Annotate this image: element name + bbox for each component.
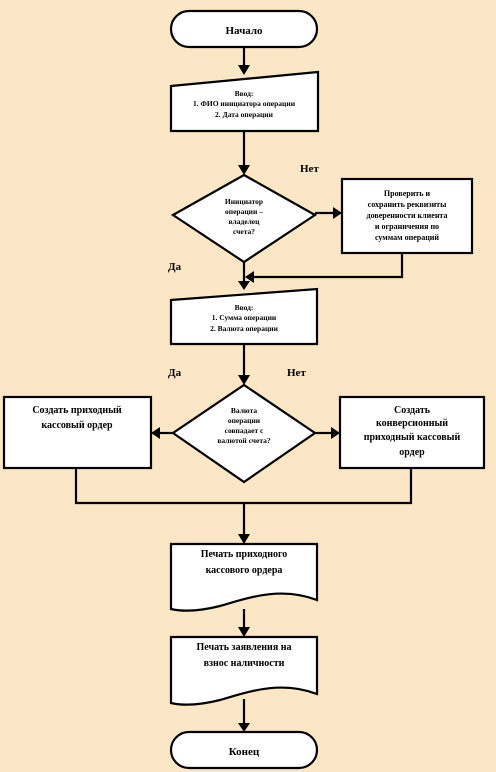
terminator-shape: [169, 9, 319, 49]
arrowhead: [238, 375, 250, 385]
document-shape: [169, 635, 319, 706]
create-order-node: Создать приходный кассовый ордер: [2, 395, 153, 470]
print-order-node: Печать приходного кассового ордера: [169, 542, 319, 612]
input-2-node: Ввод: 1. Сумма операции 2. Валюта операц…: [169, 287, 319, 346]
arrowhead: [333, 207, 342, 219]
connector-create-conv-join: [244, 468, 413, 505]
connectors: [74, 47, 413, 723]
manual-input-shape: [169, 287, 319, 346]
decision-shape: [170, 173, 318, 264]
input-1-line-2: 2. Дата операции: [215, 110, 274, 119]
label-no-2: Нет: [287, 367, 306, 379]
input-2-line-2: 2. Валюта операции: [210, 324, 279, 333]
check-line-3: доверенности клиента: [367, 211, 448, 220]
input-2-line-1: 1. Сумма операции: [212, 313, 277, 322]
print-statement-node: Печать заявления на взнос наличности: [169, 635, 319, 706]
input-2-title: Ввод:: [235, 303, 254, 312]
manual-input-shape: [169, 70, 320, 133]
arrowhead: [238, 723, 250, 732]
label-yes-2: Да: [168, 367, 182, 379]
decision-1-line-4: счета?: [233, 227, 255, 236]
print-statement-line-2: взнос наличности: [204, 658, 285, 669]
document-shape: [169, 542, 319, 612]
input-1-title: Ввод:: [235, 89, 254, 98]
decision-1-line-1: Инициатор: [225, 197, 263, 206]
start-terminator: Начало: [169, 9, 319, 49]
create-order-line-1: Создать приходный: [32, 405, 122, 416]
end-label: Конец: [229, 746, 260, 758]
create-conversion-order-node: Создать конверсионный приходный кассовый…: [338, 395, 486, 470]
check-line-2: сохранить реквизиты: [368, 200, 447, 209]
process-shape: [338, 395, 486, 470]
input-1-line-1: 1. ФИО инициатора операции: [193, 99, 296, 108]
arrowhead: [238, 65, 250, 75]
create-conv-line-1: Создать: [394, 405, 431, 416]
connector-create-order-join: [74, 468, 244, 505]
print-statement-line-1: Печать заявления на: [197, 642, 292, 653]
arrowhead: [238, 281, 250, 290]
decision-2-line-4: валютой счета?: [217, 436, 271, 445]
decision-2-line-3: совпадает с: [225, 426, 264, 435]
arrowhead: [238, 627, 250, 637]
process-shape: [340, 177, 474, 255]
print-order-line-1: Печать приходного: [201, 549, 288, 560]
process-shape: [2, 395, 153, 470]
arrowhead: [238, 165, 250, 175]
check-line-5: суммам операций: [375, 233, 439, 242]
decision-shape: [171, 383, 317, 484]
create-order-line-2: кассовый ордер: [41, 420, 113, 431]
start-label: Начало: [225, 25, 263, 37]
arrowhead: [151, 427, 160, 439]
create-conv-line-4: ордер: [399, 447, 425, 458]
check-line-1: Проверить и: [384, 189, 431, 198]
input-1-node: Ввод: 1. ФИО инициатора операции 2. Дата…: [169, 70, 320, 133]
create-conv-line-3: приходный кассовый: [364, 432, 461, 443]
decision-2-line-2: операции: [228, 416, 261, 425]
end-terminator: Конец: [169, 730, 319, 770]
decision-2-node: Валюта операции совпадает с валютой счет…: [171, 383, 317, 484]
decision-1-node: Инициатор операции – владелец счета?: [170, 173, 318, 264]
arrowhead: [331, 427, 340, 439]
arrowheads: [151, 65, 342, 732]
label-yes-1: Да: [168, 261, 182, 273]
arrowhead: [238, 534, 250, 544]
decision-2-line-1: Валюта: [231, 406, 257, 415]
decision-1-line-2: операции –: [225, 207, 263, 216]
label-no-1: Нет: [300, 163, 319, 175]
create-conv-line-2: конверсионный: [376, 418, 448, 429]
terminator-shape: [169, 730, 319, 770]
check-line-4: и ограничения по: [375, 222, 439, 231]
arrowhead: [245, 271, 254, 283]
decision-1-line-3: владелец: [229, 217, 261, 226]
print-order-line-2: кассового ордера: [206, 565, 283, 576]
connector-check-merge: [254, 253, 404, 279]
check-power-of-attorney-node: Проверить и сохранить реквизиты доверенн…: [340, 177, 474, 255]
